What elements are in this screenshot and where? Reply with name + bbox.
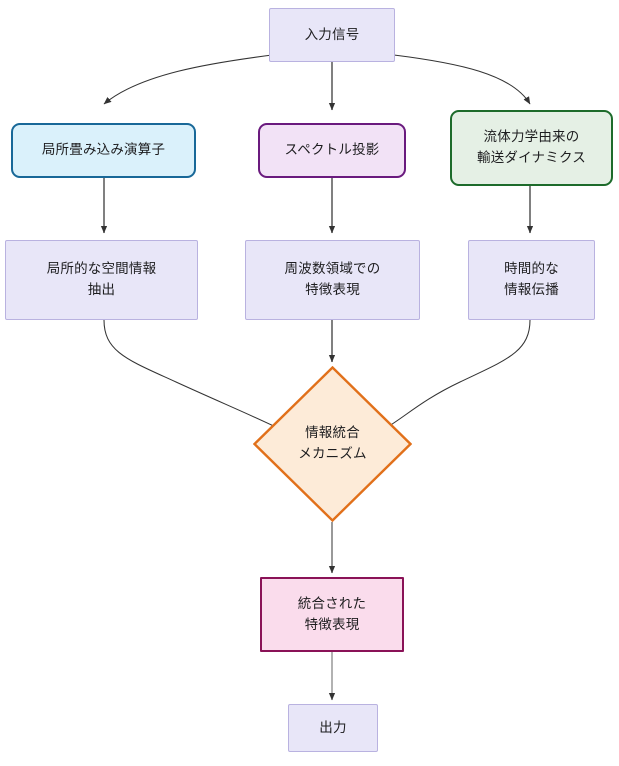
node-output[interactable]: 出力 [288, 704, 378, 752]
node-output-label: 出力 [319, 719, 347, 735]
node-spatial-information-extraction-label: 局所的な空間情報 抽出 [46, 261, 157, 297]
node-fusion-mechanism-label: 情報統合 メカニズム [298, 425, 367, 461]
node-fused-feature-representation-label: 統合された 特徴表現 [297, 595, 367, 632]
node-local-convolution-operator[interactable]: 局所畳み込み演算子 [11, 123, 196, 178]
node-temporal-information-propagation[interactable]: 時間的な 情報伝播 [468, 240, 595, 320]
edge-input-to-local-conv [103, 54, 273, 105]
node-local-convolution-operator-label: 局所畳み込み演算子 [41, 142, 166, 158]
node-frequency-domain-representation[interactable]: 周波数領域での 特徴表現 [245, 240, 420, 320]
node-spatial-information-extraction[interactable]: 局所的な空間情報 抽出 [5, 240, 198, 320]
node-temporal-information-propagation-label: 時間的な 情報伝播 [504, 261, 559, 297]
node-fused-feature-representation[interactable]: 統合された 特徴表現 [260, 577, 404, 652]
node-spectral-projection[interactable]: スペクトル投影 [258, 123, 406, 178]
node-input-label: 入力信号 [304, 26, 360, 42]
node-input[interactable]: 入力信号 [269, 8, 395, 62]
node-frequency-domain-representation-label: 周波数領域での 特徴表現 [284, 261, 381, 297]
edge-input-to-fluid [393, 54, 531, 105]
node-fusion-mechanism[interactable]: 情報統合 メカニズム [253, 366, 412, 522]
node-fluid-transport-dynamics[interactable]: 流体力学由来の 輸送ダイナミクス [450, 110, 613, 186]
node-fluid-transport-dynamics-label: 流体力学由来の 輸送ダイナミクス [477, 129, 586, 165]
node-spectral-projection-label: スペクトル投影 [284, 142, 380, 158]
